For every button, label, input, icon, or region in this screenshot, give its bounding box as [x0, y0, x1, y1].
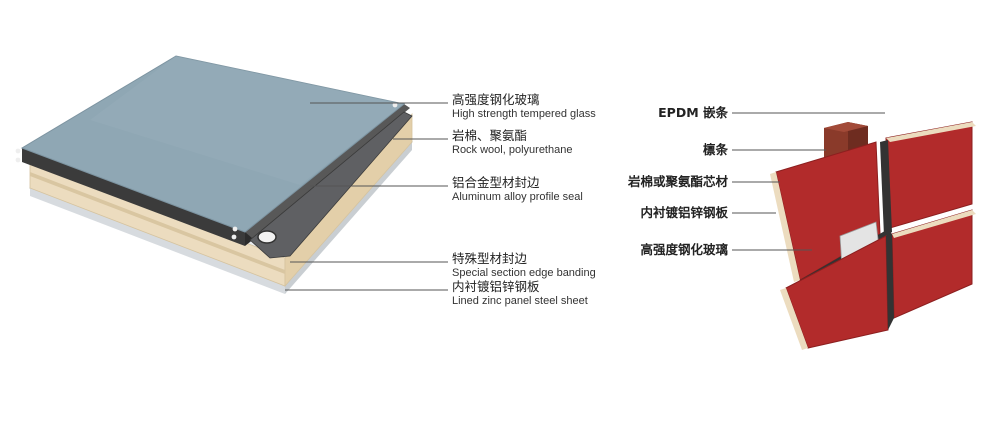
screw-icon	[232, 226, 238, 232]
label-zh-edge-banding: 特殊型材封边	[452, 251, 528, 266]
mounting-hole-icon	[257, 230, 277, 244]
screw-icon	[15, 148, 21, 154]
label-en-tempered-glass: High strength tempered glass	[452, 108, 596, 120]
label-zh-steel-sheet: 内衬镀铝锌钢板	[452, 279, 540, 294]
edge-banding	[30, 172, 285, 274]
layered-panel-illustration	[15, 55, 413, 294]
right-leader-lines	[732, 112, 885, 251]
tempered-glass-layer	[20, 55, 406, 233]
label-en-edge-banding: Special section edge banding	[452, 267, 596, 279]
label-tempered-glass: 高强度钢化玻璃	[640, 242, 728, 257]
label-epdm-strip: EPDM 嵌条	[658, 105, 728, 120]
label-zh-tempered-glass: 高强度钢化玻璃	[452, 92, 540, 107]
aluminum-frame	[22, 148, 245, 246]
right-labels: EPDM 嵌条 檩条 岩棉或聚氨酯芯材 内衬镀铝锌钢板 高强度钢化玻璃	[627, 105, 729, 257]
epdm-strip	[880, 140, 892, 236]
label-en-steel-sheet: Lined zinc panel steel sheet	[452, 295, 588, 307]
label-purlin: 檩条	[703, 142, 729, 157]
screw-icon	[15, 157, 21, 163]
label-zh-rock-wool: 岩棉、聚氨酯	[452, 128, 527, 143]
label-en-rock-wool: Rock wool, polyurethane	[452, 144, 572, 156]
label-en-aluminum-seal: Aluminum alloy profile seal	[452, 191, 583, 203]
left-labels: 高强度钢化玻璃 High strength tempered glass 岩棉、…	[452, 92, 596, 307]
screw-icon	[392, 102, 398, 108]
left-leader-lines	[285, 102, 448, 291]
label-zh-aluminum-seal: 铝合金型材封边	[452, 175, 540, 190]
label-inner-steel: 内衬镀铝锌钢板	[640, 205, 728, 220]
screw-icon	[231, 234, 237, 240]
label-core-material: 岩棉或聚氨酯芯材	[627, 174, 729, 189]
installation-illustration	[770, 121, 976, 350]
